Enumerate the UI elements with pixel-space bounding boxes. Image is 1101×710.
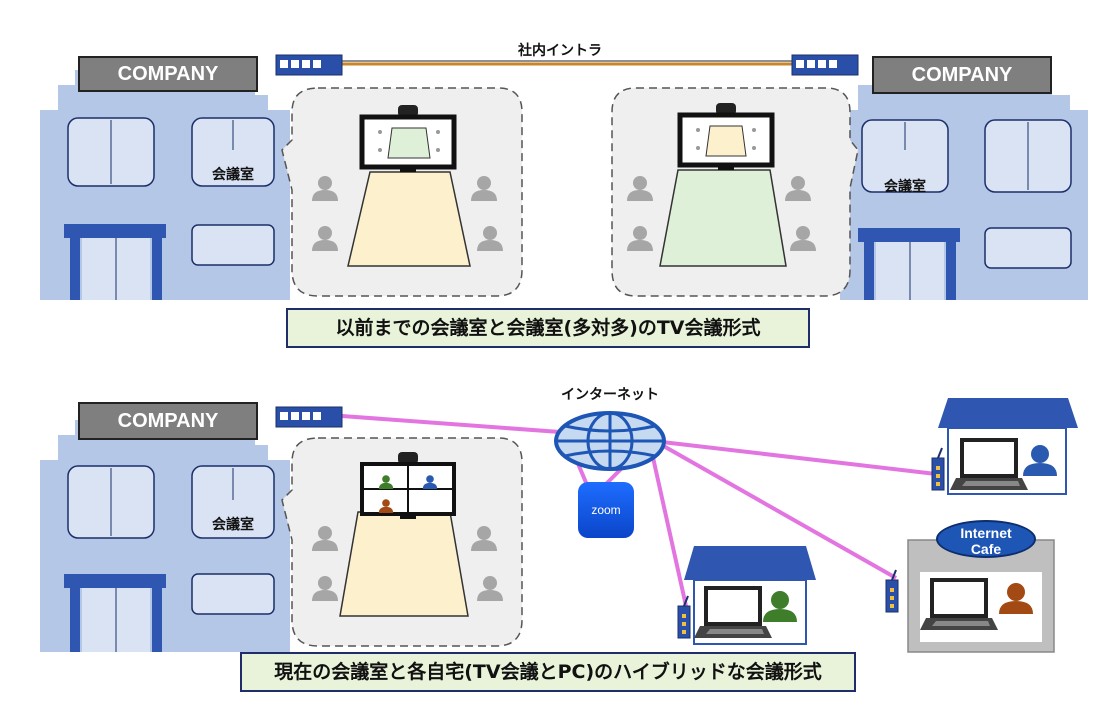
top-left-meeting-room: [281, 87, 523, 297]
cafe-sign-line1: Internet: [960, 525, 1012, 541]
top-right-building: [840, 70, 1088, 300]
top-caption: 以前までの会議室と会議室(多対多)のTV会議形式: [286, 308, 810, 348]
camera-icon: [716, 103, 736, 115]
user-avatar-icon: [999, 583, 1033, 614]
home-top-right: [931, 398, 1078, 495]
zoom-app-icon: zoom: [578, 482, 634, 538]
bottom-company-sign: COMPANY: [78, 402, 258, 440]
intranet-line: [342, 60, 792, 66]
home-bottom: [677, 546, 816, 645]
laptop-icon: [918, 578, 1000, 632]
network-switch-icon: [275, 54, 343, 76]
network-switch-icon: [791, 54, 859, 76]
top-right-company-sign: COMPANY: [872, 56, 1052, 94]
internet-cafe: [885, 539, 1055, 653]
top-left-company-sign: COMPANY: [78, 56, 258, 92]
bottom-room-label: 会議室: [212, 517, 254, 533]
cafe-sign-line2: Cafe: [970, 541, 1002, 557]
camera-icon: [398, 452, 418, 464]
globe-icon: [554, 411, 666, 471]
laptop-icon: [692, 586, 774, 640]
top-right-room-label: 会議室: [884, 179, 926, 195]
camera-icon: [398, 105, 418, 117]
internet-links: [341, 414, 937, 607]
laptop-icon: [948, 438, 1030, 492]
internet-label: インターネット: [561, 387, 659, 403]
router-icon: [931, 447, 945, 491]
bottom-building: [40, 420, 290, 652]
bottom-caption: 現在の会議室と各自宅(TV会議とPC)のハイブリッドな会議形式: [240, 652, 856, 692]
top-left-building: [40, 70, 290, 300]
top-right-meeting-room: [611, 87, 859, 297]
user-avatar-icon: [1023, 445, 1057, 476]
user-avatar-icon: [763, 591, 797, 622]
bottom-meeting-room: [281, 437, 523, 647]
cafe-sign: Internet Cafe: [936, 520, 1036, 558]
network-switch-icon: [275, 406, 343, 428]
top-left-room-label: 会議室: [212, 167, 254, 183]
intranet-label: 社内イントラ: [518, 43, 602, 59]
